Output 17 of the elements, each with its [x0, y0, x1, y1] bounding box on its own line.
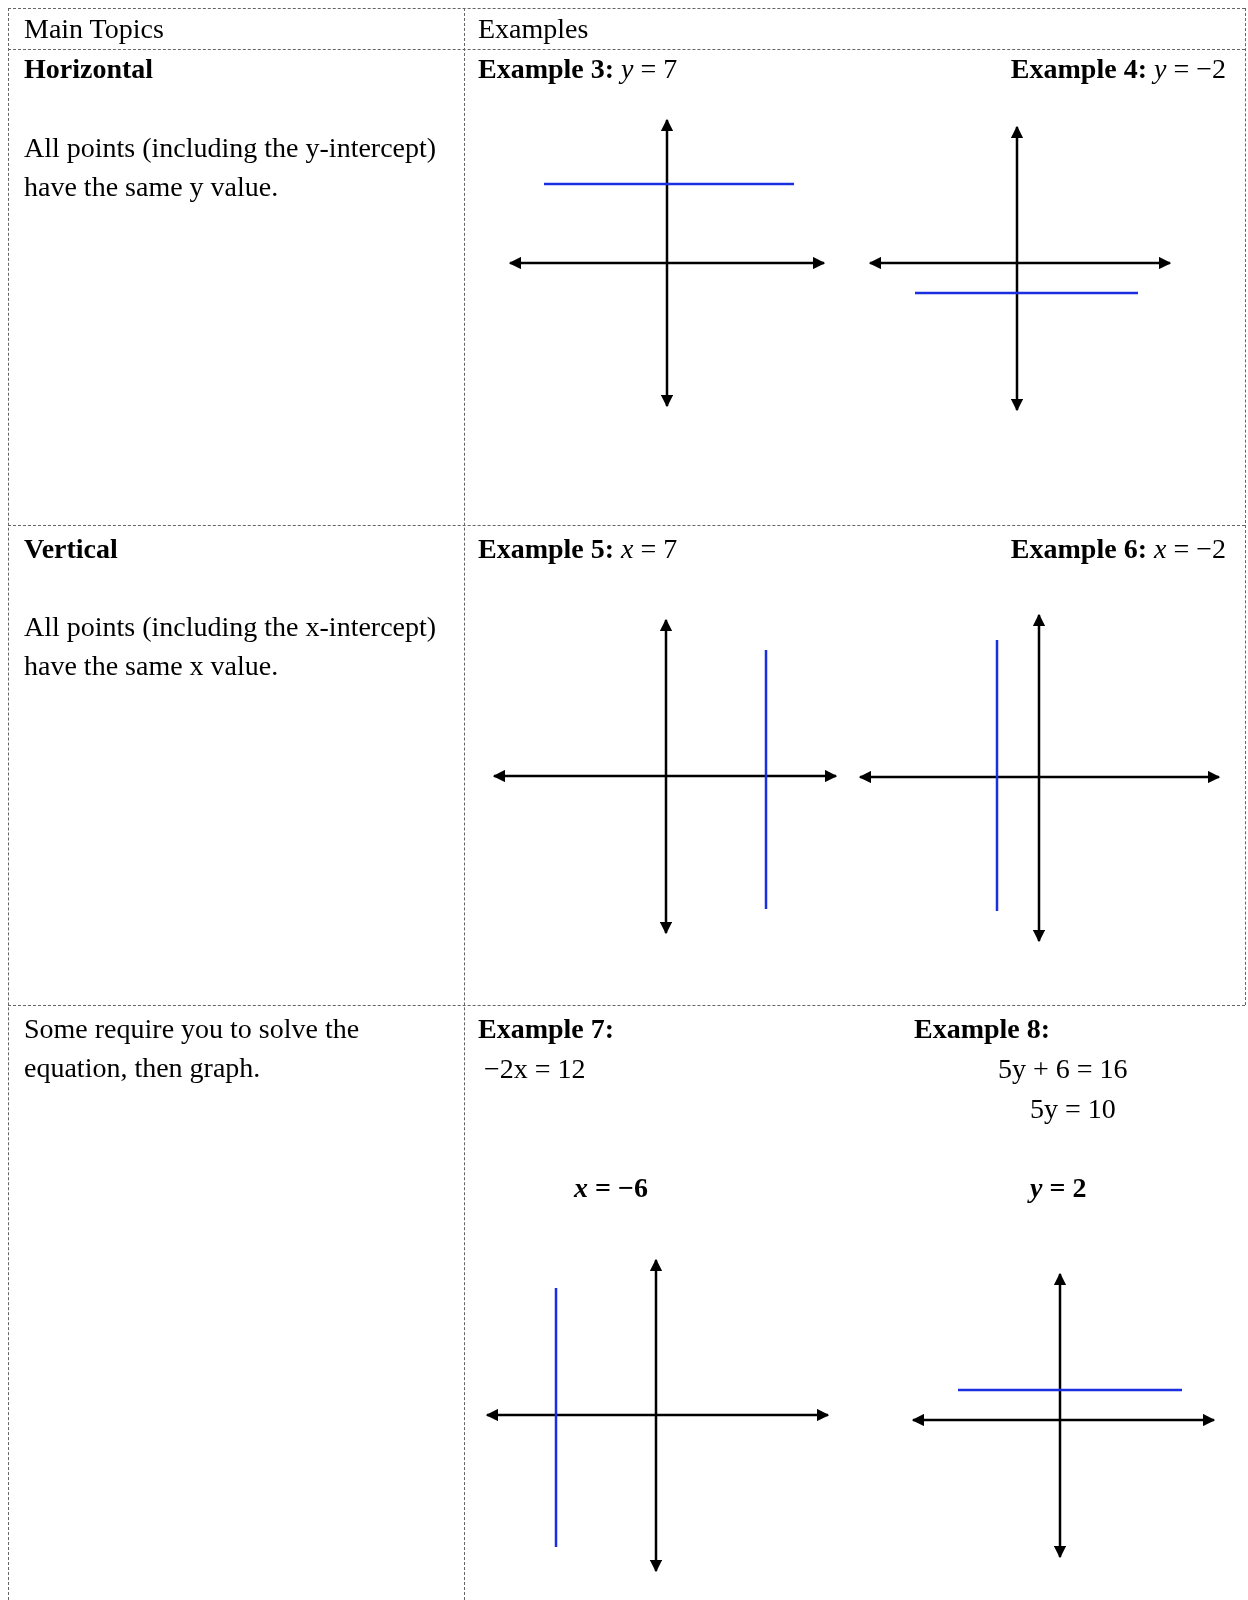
solution-equation: x = −6 — [574, 1171, 648, 1205]
example-equation: Example 6: x = −2 — [1010, 532, 1226, 566]
topic-heading: Vertical — [24, 532, 118, 566]
topic-description: All points (including the x-intercept) have the same x value. — [24, 610, 438, 684]
equation-step: 5y = 10 — [1030, 1089, 1116, 1129]
column-header: Main Topics — [24, 12, 164, 46]
equation-step: 5y + 6 = 16 — [998, 1049, 1128, 1089]
topic-description: All points (including the y-intercept) have the same y value. — [24, 131, 438, 205]
example-heading: Example 7: — [478, 1012, 615, 1046]
equation-step: −2x = 12 — [484, 1049, 586, 1089]
example-equation: Example 3: y = 7 — [478, 52, 678, 86]
topic-description: Some require you to solve the equation, then graph. — [24, 1012, 361, 1086]
example-heading: Example 8: — [914, 1012, 1051, 1046]
example-equation: Example 5: x = 7 — [478, 532, 678, 566]
column-header: Examples — [478, 12, 589, 46]
topic-heading: Horizontal — [24, 52, 154, 86]
example-equation: Example 4: y = −2 — [1010, 52, 1226, 86]
